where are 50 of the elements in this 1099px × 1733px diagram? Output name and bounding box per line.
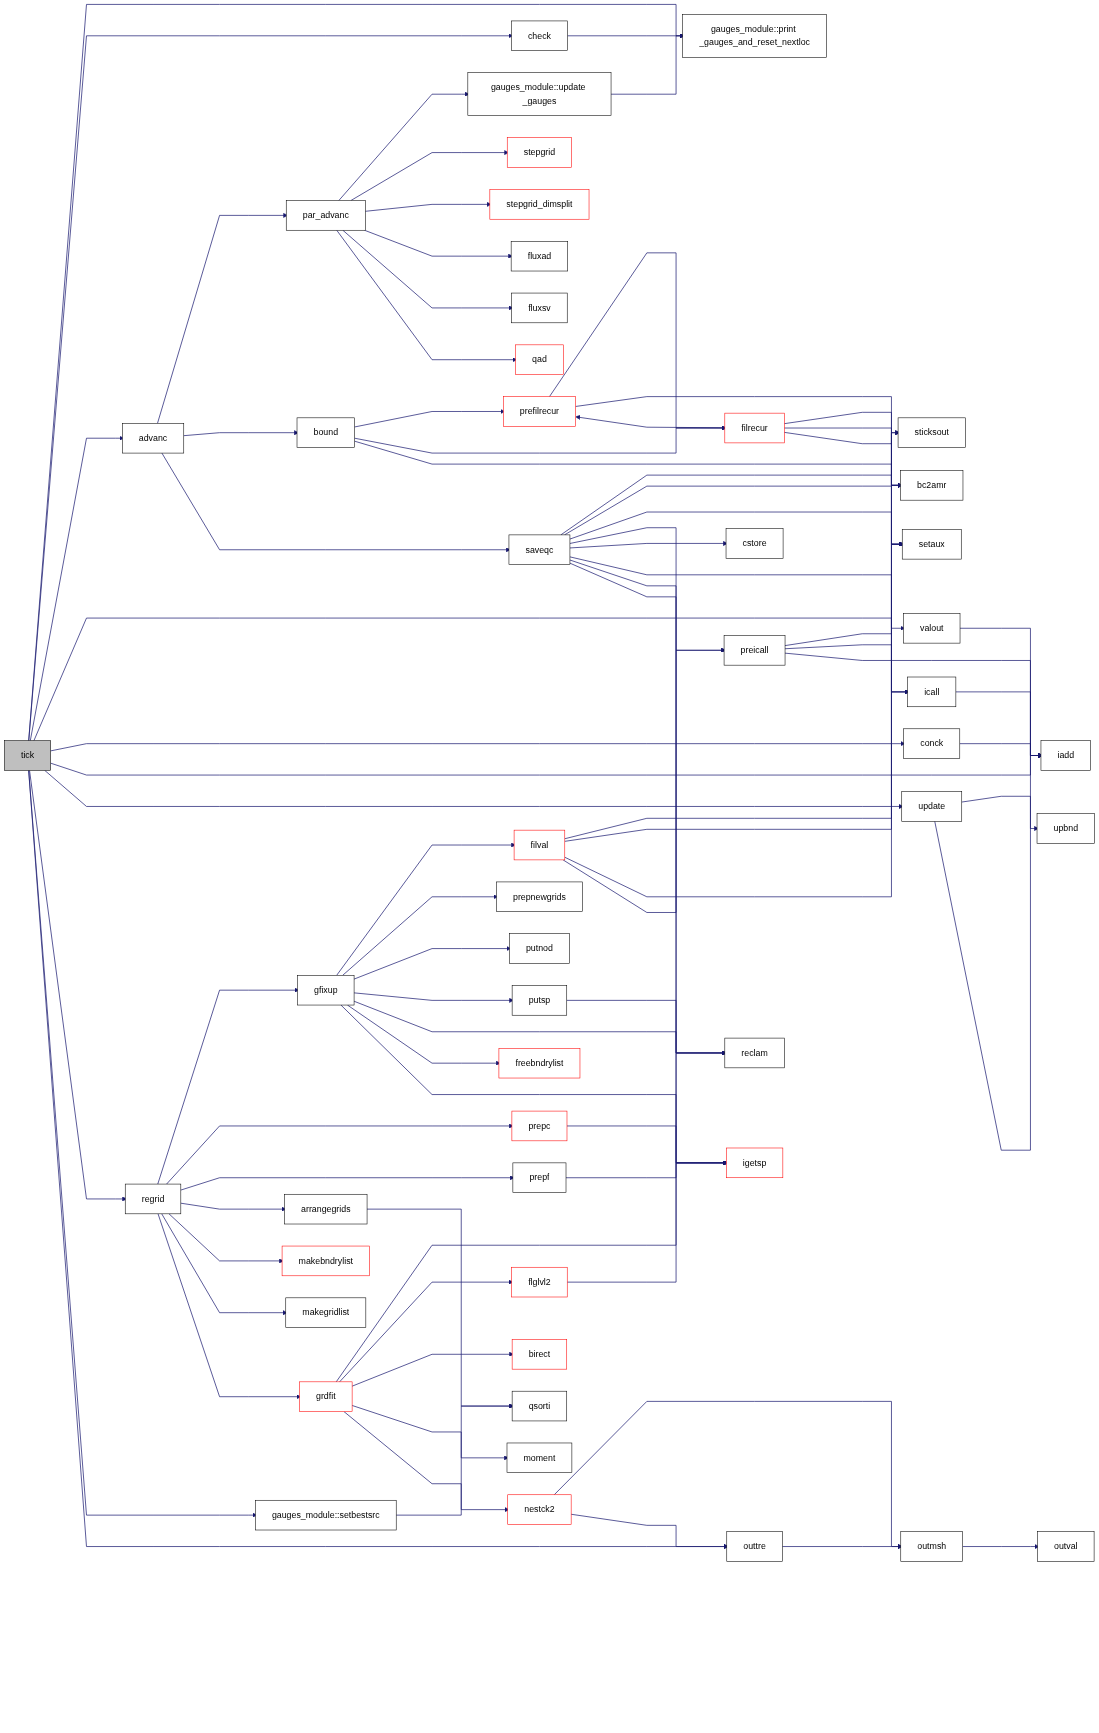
node-box: outval [1037, 1531, 1095, 1562]
node-box: bc2amr [900, 470, 964, 501]
node-box: stepgrid [506, 137, 572, 168]
node-box: sticksout [897, 417, 966, 448]
node-box: outtre [726, 1531, 783, 1562]
node-box: tick [4, 740, 51, 771]
node-box: makebndrylist [281, 1245, 370, 1277]
node-box: freebndrylist [498, 1048, 581, 1079]
node-box: prepf [512, 1162, 567, 1193]
node-box: putsp [511, 985, 567, 1016]
node-box: grdfit [299, 1381, 353, 1412]
node-box: iadd [1040, 740, 1091, 771]
node-box: prepnewgrids [496, 881, 583, 912]
node-box: stepgrid_dimsplit [489, 189, 590, 220]
node-box: putnod [509, 933, 570, 964]
node-box: fluxsv [511, 292, 568, 324]
node-box: check [511, 20, 568, 51]
node-box: prepc [511, 1110, 568, 1142]
node-box: bound [296, 417, 355, 448]
node-box: advanc [122, 423, 185, 454]
node-box: saveqc [508, 534, 571, 565]
node-box: nestck2 [507, 1494, 572, 1525]
node-box: icall [907, 676, 957, 708]
node-box: conck [903, 728, 961, 759]
node-box: par_advanc [285, 200, 366, 231]
node-box: preicall [723, 635, 786, 666]
node-box: flglvl2 [511, 1266, 568, 1298]
node-box: setaux [901, 529, 962, 560]
node-box: gauges_module::update _gauges [467, 72, 612, 116]
node-box: igetsp [726, 1147, 784, 1178]
node-box: upbnd [1036, 813, 1095, 844]
node-box: valout [903, 613, 961, 644]
node-box: fluxad [510, 241, 568, 272]
node-box: outmsh [900, 1531, 963, 1562]
node-box: filrecur [724, 412, 785, 444]
node-box: gauges_module::setbestsrc [255, 1500, 397, 1531]
node-box: birect [511, 1339, 567, 1370]
node-box: reclam [724, 1037, 785, 1069]
node-box: regrid [124, 1183, 182, 1215]
node-box: gauges_module::print _gauges_and_reset_nextloc [682, 14, 827, 58]
node-box: qad [515, 344, 564, 375]
node-box: makegridlist [285, 1297, 367, 1328]
node-box: update [901, 791, 963, 822]
node-box: moment [506, 1442, 573, 1473]
node-box: qsorti [511, 1390, 567, 1422]
node-box: arrangegrids [284, 1194, 368, 1225]
node-box: gfixup [297, 975, 355, 1006]
node-box: filval [513, 829, 566, 861]
node-box: cstore [725, 528, 784, 559]
node-box: prefilrecur [503, 396, 576, 427]
